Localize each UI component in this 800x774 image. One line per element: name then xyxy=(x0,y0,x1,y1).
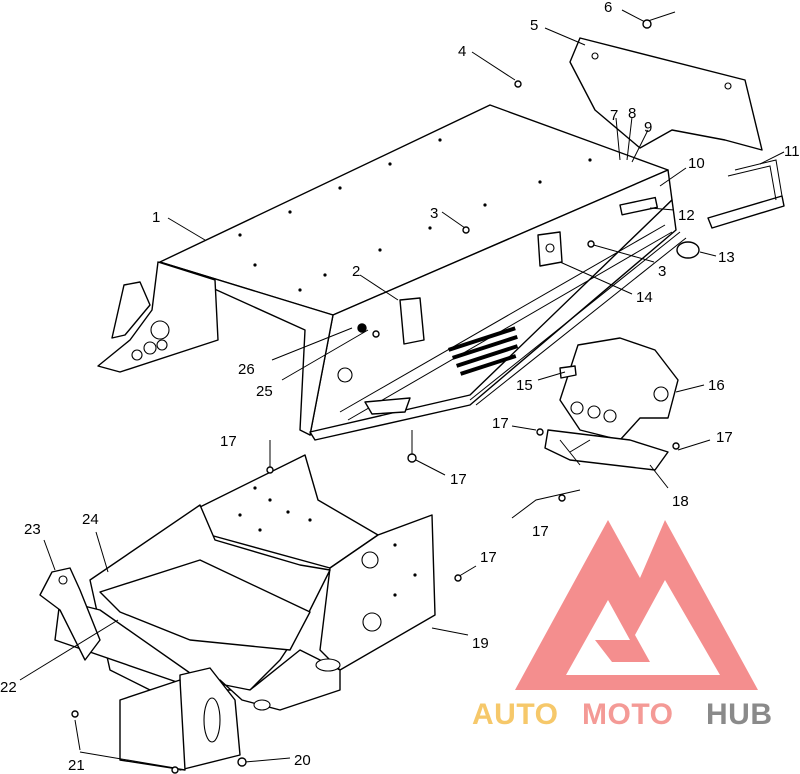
watermark-logo-icon xyxy=(515,520,758,690)
callout-17e: 17 xyxy=(532,523,549,540)
callout-21: 21 xyxy=(68,757,85,774)
callout-26: 26 xyxy=(238,361,255,378)
watermark-word-moto: MOTO xyxy=(582,698,673,731)
callout-25: 25 xyxy=(256,383,273,400)
callout-3b: 3 xyxy=(658,263,666,280)
callout-13: 13 xyxy=(718,249,735,266)
callout-15: 15 xyxy=(516,377,533,394)
callout-22: 22 xyxy=(0,679,17,696)
callout-14: 14 xyxy=(636,289,653,306)
fasteners xyxy=(71,19,680,774)
callout-6: 6 xyxy=(604,0,612,16)
callout-18: 18 xyxy=(672,493,689,510)
callout-5: 5 xyxy=(530,17,538,34)
callout-2: 2 xyxy=(352,263,360,280)
callout-3a: 3 xyxy=(430,205,438,222)
callout-16: 16 xyxy=(708,377,725,394)
callout-7: 7 xyxy=(610,107,618,124)
watermark-word-hub: HUB xyxy=(706,698,773,731)
callout-24: 24 xyxy=(82,511,99,528)
callout-20: 20 xyxy=(294,752,311,769)
callout-10: 10 xyxy=(688,155,705,172)
leader-lines xyxy=(19,9,785,769)
plug xyxy=(676,241,700,259)
callout-17a: 17 xyxy=(492,415,509,432)
callout-17b: 17 xyxy=(716,429,733,446)
callout-12: 12 xyxy=(678,207,695,224)
callout-8: 8 xyxy=(628,105,636,122)
callout-17c: 17 xyxy=(220,433,237,450)
callout-19: 19 xyxy=(472,635,489,652)
callout-23: 23 xyxy=(24,521,41,538)
callout-17d: 17 xyxy=(450,471,467,488)
callout-9: 9 xyxy=(644,119,652,136)
callout-1: 1 xyxy=(152,209,160,226)
callout-17f: 17 xyxy=(480,549,497,566)
callout-11: 11 xyxy=(784,143,800,160)
tunnel-assembly xyxy=(97,104,687,441)
callout-4: 4 xyxy=(458,43,466,60)
snow-flap xyxy=(569,37,763,151)
watermark-text: AUTO MOTO HUB xyxy=(472,698,773,731)
rear-suspension-bracket xyxy=(544,337,679,471)
rear-bumper xyxy=(707,159,785,229)
watermark-word-auto: AUTO xyxy=(472,698,558,731)
front-bulkhead xyxy=(39,454,436,771)
